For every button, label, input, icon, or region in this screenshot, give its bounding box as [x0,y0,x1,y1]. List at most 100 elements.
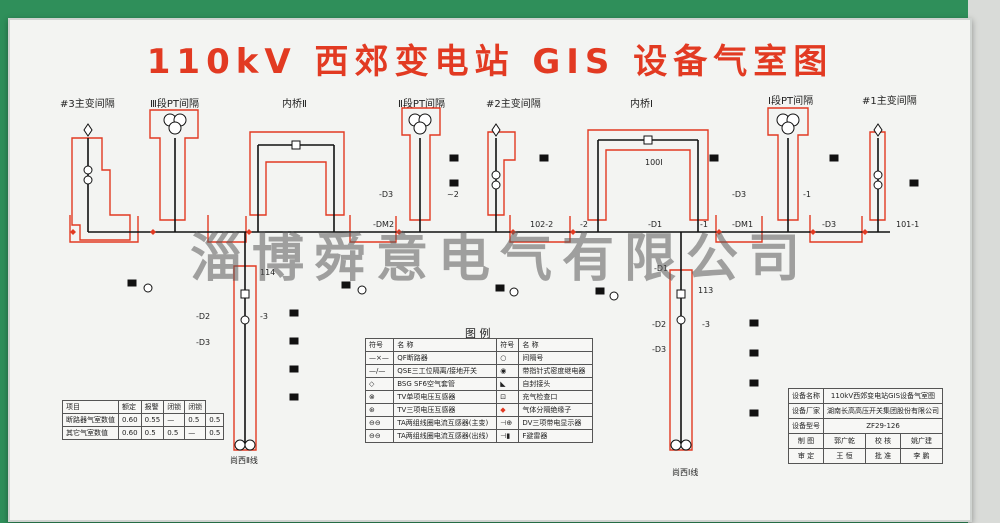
legend-name: 自封接头 [518,377,593,391]
legend-symbol: ⊣⊕ [496,416,520,430]
sign-cell: 批 准 [865,448,901,464]
pressure-header: 闭锁 [163,400,186,414]
pressure-cell: 0.5 [205,426,225,440]
separator-insulators [70,229,868,235]
page-title: 110kV 西郊变电站 GIS 设备气室图 [146,42,834,82]
label-l1b: -1 [803,190,811,199]
label-d3c: -D3 [822,220,837,229]
pressure-header: 报警 [140,400,165,414]
legend-name: QSE三工位隔离/接地开关 [393,364,498,378]
legend-name: TA两组线圈电流互感器(出线) [393,429,498,443]
sign-cell: 郭广乾 [822,433,867,449]
legend-symbol: ⊖⊖ [364,416,395,430]
legend-table: 符号 名 称 符号 名 称 —×—QF断路器○间隔号 —/—QSE三工位隔离/接… [364,338,593,443]
sign-cell: 校 核 [865,433,901,449]
legend-name: BSG SF6空气套管 [393,377,498,391]
label-d1b: -D1 [654,264,669,273]
label-d2a: -D2 [196,312,211,321]
label-d3a: -D3 [379,190,394,199]
info-key: 设备厂家 [788,403,824,419]
side-devices [127,154,919,417]
label-100: 100Ⅰ [645,158,663,167]
legend-symbol: ◆ [496,403,520,417]
pressure-cell: 0.5 [205,413,225,427]
legend-name: 气体分隔绝缘子 [518,403,593,417]
pressure-cell: 0.5 [163,426,186,440]
label-d2b: -D2 [652,320,667,329]
legend-symbol: ⊗ [364,390,395,404]
pressure-cell: 其它气室数值 [62,426,119,440]
pressure-cell: 0.5 [184,413,207,427]
label-d3d: -D3 [196,338,211,347]
pressure-cell: 0.55 [140,413,165,427]
legend-symbol: ⊣▮ [496,429,520,443]
legend-name: TA两组线圈电流互感器(主变) [393,416,498,430]
legend-symbol: ◇ [364,377,395,391]
label-line1: 尚西Ⅰ线 [672,468,699,477]
legend-name: DV三项带电显示器 [518,416,593,430]
legend-symbol: ⊛ [364,403,395,417]
bay-label-b2: #2主变间隔 [486,99,541,110]
info-value: ZF29-126 [823,418,943,434]
pressure-cell: — [163,413,186,427]
right-wall-frame [968,0,1000,523]
legend-name: TV单项电压互感器 [393,390,498,404]
legend-name: QF断路器 [393,351,498,365]
bay-label-pt3: Ⅲ段PT间隔 [150,99,200,110]
label-l1a: -1 [700,220,708,229]
legend-symbol: —×— [364,351,395,365]
sign-cell: 姚广建 [899,433,944,449]
label-line2: 尚西Ⅱ线 [230,456,258,465]
diagram-board: 110kV 西郊变电站 GIS 设备气室图 #3主变间隔 Ⅲ段PT间隔 内桥Ⅱ … [8,18,972,522]
legend-header-3: 符号 [496,338,520,352]
gis-diagram [69,107,919,451]
bay-label-nq1: 内桥Ⅰ [630,99,653,110]
label-114: 114 [260,268,276,277]
info-value: 110kV西郊变电站GIS设备气室图 [823,388,943,404]
pressure-table: 项目 额定 报警 闭锁 闭锁 断路器气室数值 0.60 0.55 — 0.5 0… [62,400,225,440]
info-key: 设备名称 [788,388,824,404]
pressure-cell: — [184,426,207,440]
pressure-cell: 断路器气室数值 [62,413,119,427]
label-101-1: 101-1 [896,220,920,229]
bay-label-pt1: Ⅰ段PT间隔 [768,96,814,107]
legend-symbol: ⊖⊖ [364,429,395,443]
info-key: 设备型号 [788,418,824,434]
pressure-cell: 0.60 [118,426,142,440]
legend-header-1: 符号 [364,338,395,352]
label-dm1: -DM1 [732,220,754,229]
legend-symbol: ⊡ [496,390,520,404]
legend-title: 图 例 [465,327,491,340]
label-l3b: -3 [702,320,710,329]
sign-cell: 制 图 [788,433,824,449]
sign-cell: 王 恒 [822,448,867,464]
label-tilde2: ~2 [447,190,459,199]
pressure-cell: 0.60 [118,413,142,427]
label-l2b: -2 [580,220,588,229]
equipment-symbols [83,113,883,451]
bay-label-nq2: 内桥Ⅱ [282,99,307,110]
pressure-header: 额定 [118,400,142,414]
label-d3e: -D3 [652,345,667,354]
pressure-header: 闭锁 [184,400,207,414]
legend-name: 充气检查口 [518,390,593,404]
legend-name: 间隔号 [518,351,593,365]
label-dm2: -DM2 [373,220,395,229]
info-value: 湖南长高高压开关集团股份有限公司 [823,403,943,419]
sign-cell: 李 鹏 [899,448,944,464]
watermark-text: 淄博舜意电气有限公司 [190,228,811,289]
sign-cell: 审 定 [788,448,824,464]
label-d1a: -D1 [648,220,663,229]
bay-label-b3: #3主变间隔 [60,99,115,110]
legend-header-4: 名 称 [518,338,593,352]
bay-label-pt2: Ⅱ段PT间隔 [398,99,446,110]
bay-label-b1: #1主变间隔 [862,96,917,107]
label-l3a: -3 [260,312,268,321]
legend-name: 带指针式密度继电器 [518,364,593,378]
pressure-cell: 0.5 [140,426,165,440]
legend-header-2: 名 称 [393,338,498,352]
legend-name: F避雷器 [518,429,593,443]
label-102-2: 102-2 [530,220,554,229]
label-113: 113 [698,286,714,295]
